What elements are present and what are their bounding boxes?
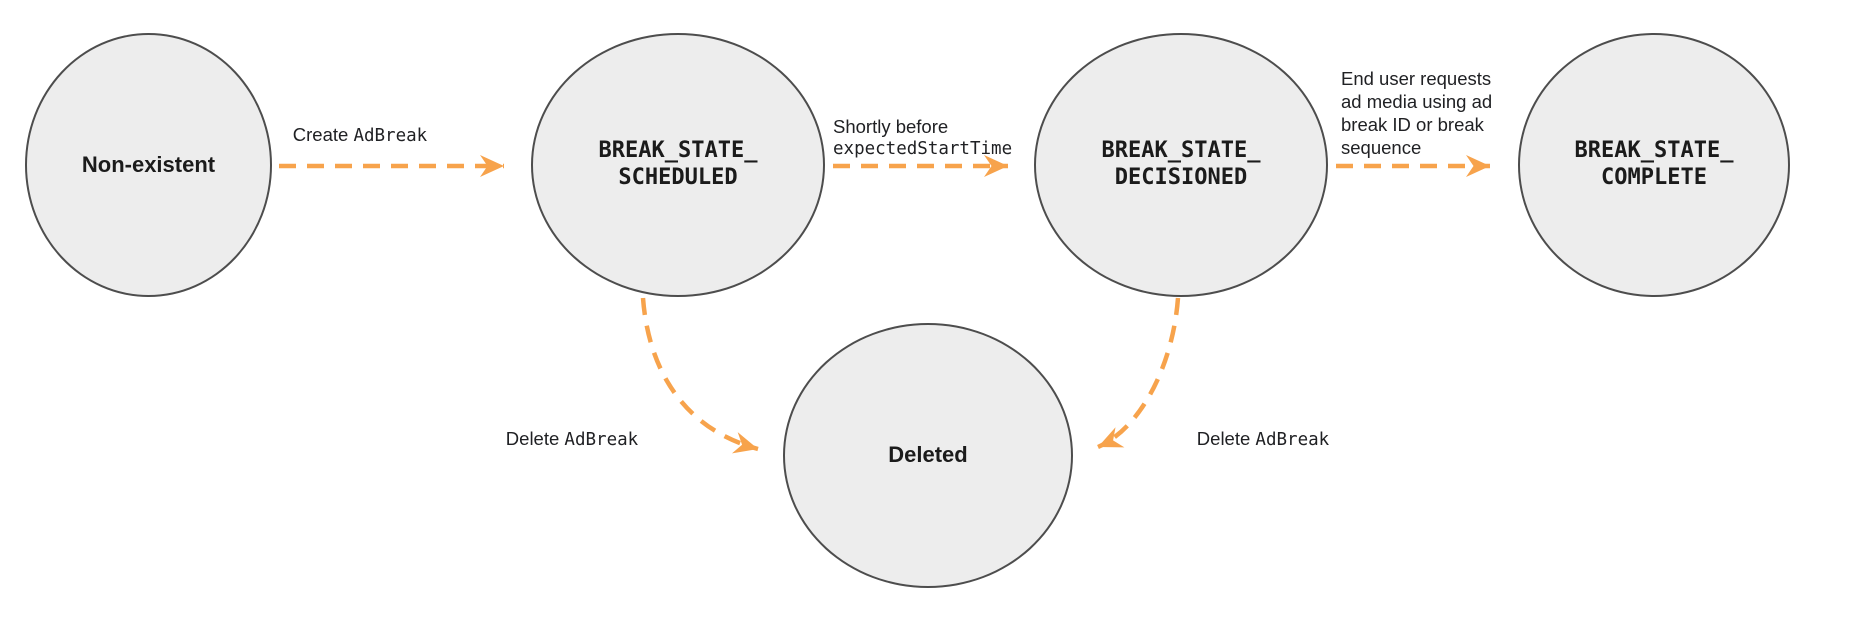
- state-node-deleted: Deleted: [783, 323, 1073, 588]
- edge-label-delete-adbreak-right: Delete AdBreak: [1196, 428, 1330, 450]
- state-label: Non-existent: [81, 151, 216, 177]
- state-label: BREAK_STATE_ DECISIONED: [1101, 138, 1261, 190]
- state-node-break-state-complete: BREAK_STATE_ COMPLETE: [1518, 33, 1790, 297]
- edge-label-create-adbreak: Create AdBreak: [292, 124, 428, 146]
- edge-delete-adbreak-from-decisioned: [1097, 297, 1181, 450]
- edge-label-end-user-requests: End user requests ad media using ad brea…: [1341, 68, 1493, 158]
- state-node-non-existent: Non-existent: [25, 33, 272, 297]
- state-node-break-state-decisioned: BREAK_STATE_ DECISIONED: [1034, 33, 1328, 297]
- state-label: BREAK_STATE_ SCHEDULED: [598, 138, 758, 190]
- state-label: BREAK_STATE_ COMPLETE: [1574, 138, 1734, 190]
- edge-label-delete-adbreak-left: Delete AdBreak: [505, 428, 639, 450]
- edge-delete-adbreak-from-scheduled: [640, 297, 759, 454]
- state-label: Deleted: [888, 442, 968, 468]
- state-node-break-state-scheduled: BREAK_STATE_ SCHEDULED: [531, 33, 825, 297]
